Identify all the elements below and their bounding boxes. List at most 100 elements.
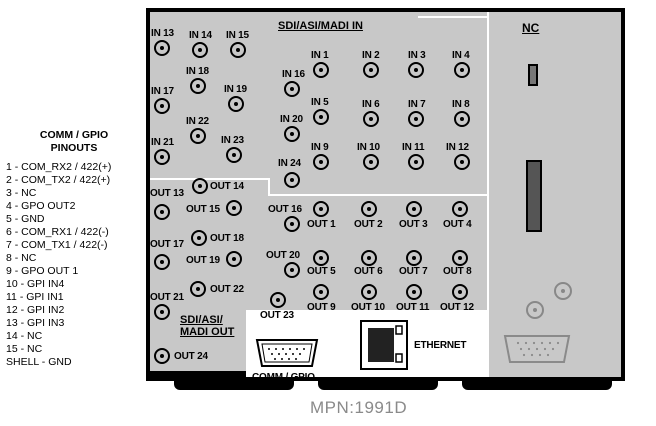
pinout-item: 2 - COM_TX2 / 422(+)	[6, 174, 111, 186]
in6-bnc-connector[interactable]	[363, 111, 379, 127]
pinout-item: 11 - GPI IN1	[6, 291, 64, 303]
pinout-item: 8 - NC	[6, 252, 37, 264]
in8-bnc-connector[interactable]	[454, 111, 470, 127]
in22-bnc-connector[interactable]	[190, 128, 206, 144]
in24-bnc-connector[interactable]	[284, 172, 300, 188]
pinout-item: SHELL - GND	[6, 356, 72, 368]
divider	[418, 16, 487, 18]
out12-bnc-connector[interactable]	[452, 284, 468, 300]
in14-label: IN 14	[189, 30, 212, 41]
in9-bnc-connector[interactable]	[313, 154, 329, 170]
in9-label: IN 9	[311, 142, 329, 153]
out15-bnc-connector[interactable]	[226, 200, 242, 216]
nc-round-connector	[554, 282, 572, 300]
nc-db15-connector	[502, 334, 572, 364]
out21-label: OUT 21	[150, 292, 184, 303]
in10-label: IN 10	[357, 142, 380, 153]
in3-label: IN 3	[408, 50, 426, 61]
out21-bnc-connector[interactable]	[190, 281, 206, 297]
in12-label: IN 12	[446, 142, 469, 153]
out11-bnc-connector[interactable]	[406, 284, 422, 300]
in23-label: IN 23	[221, 135, 244, 146]
pinout-item: 13 - GPI IN3	[6, 317, 65, 329]
out22-label: OUT 22	[210, 284, 244, 295]
in15-label: IN 15	[226, 30, 249, 41]
in21-bnc-connector[interactable]	[154, 149, 170, 165]
out13-bnc-connector[interactable]	[192, 178, 208, 194]
in15-bnc-connector[interactable]	[230, 42, 246, 58]
in11-bnc-connector[interactable]	[408, 154, 424, 170]
comm-gpio-label: COMM / GPIO	[252, 372, 315, 383]
divider	[150, 178, 268, 180]
nc-round-connector	[526, 301, 544, 319]
out16-bnc-connector[interactable]	[313, 201, 329, 217]
in3-bnc-connector[interactable]	[408, 62, 424, 78]
sdi-out-header-line2: MADI OUT	[180, 326, 235, 338]
nc-header: NC	[522, 21, 540, 35]
out7-bnc-connector[interactable]	[406, 250, 422, 266]
out16-left-bnc-connector[interactable]	[154, 204, 170, 220]
pinouts-title: COMM / GPIO	[39, 129, 109, 141]
out18-bnc-connector[interactable]	[154, 254, 170, 270]
in17-bnc-connector[interactable]	[154, 98, 170, 114]
pinout-item: 1 - COM_RX2 / 422(+)	[6, 161, 112, 173]
rear-panel: SDI/ASI/MADI IN NC SDI/ASI/ MADI OUT IN …	[146, 8, 625, 383]
in2-label: IN 2	[362, 50, 380, 61]
out20-label: OUT 20	[266, 250, 300, 261]
out3-bnc-connector[interactable]	[406, 201, 422, 217]
nc-small-connector	[528, 64, 538, 86]
out19-bnc-connector[interactable]	[226, 251, 242, 267]
out17-label: OUT 17	[150, 239, 184, 250]
pinouts-subtitle: PINOUTS	[50, 142, 98, 154]
in20-bnc-connector[interactable]	[284, 126, 300, 142]
nc-region	[489, 12, 621, 377]
out10-bnc-connector[interactable]	[361, 284, 377, 300]
out20-bnc-connector[interactable]	[284, 262, 300, 278]
out9-label: OUT 9	[307, 302, 336, 313]
in10-bnc-connector[interactable]	[363, 154, 379, 170]
out1-bnc-connector[interactable]	[284, 216, 300, 232]
out8-bnc-connector[interactable]	[452, 250, 468, 266]
in2-bnc-connector[interactable]	[363, 62, 379, 78]
in17-label: IN 17	[151, 86, 174, 97]
out24-bnc-connector[interactable]	[154, 348, 170, 364]
in5-bnc-connector[interactable]	[313, 109, 329, 125]
out9-bnc-connector[interactable]	[313, 284, 329, 300]
out22-bnc-connector[interactable]	[154, 304, 170, 320]
panel-foot	[318, 378, 438, 390]
ethernet-rj45-port[interactable]	[360, 320, 408, 370]
in21-label: IN 21	[151, 137, 174, 148]
in7-bnc-connector[interactable]	[408, 111, 424, 127]
out12-label: OUT 12	[440, 302, 474, 313]
divider	[487, 12, 489, 310]
pinout-item: 6 - COM_RX1 / 422(-)	[6, 226, 109, 238]
out17-bnc-connector[interactable]	[191, 230, 207, 246]
out19-label: OUT 19	[186, 255, 220, 266]
panel-foot	[174, 378, 294, 390]
out2-bnc-connector[interactable]	[361, 201, 377, 217]
in19-bnc-connector[interactable]	[228, 96, 244, 112]
in6-label: IN 6	[362, 99, 380, 110]
comm-gpio-db15-connector[interactable]	[254, 338, 320, 370]
in16-bnc-connector[interactable]	[284, 81, 300, 97]
in11-label: IN 11	[402, 142, 425, 153]
in23-bnc-connector[interactable]	[226, 147, 242, 163]
in13-bnc-connector[interactable]	[154, 40, 170, 56]
in5-label: IN 5	[311, 97, 329, 108]
out6-bnc-connector[interactable]	[361, 250, 377, 266]
in14-bnc-connector[interactable]	[192, 42, 208, 58]
nc-large-connector	[526, 160, 542, 232]
in12-bnc-connector[interactable]	[454, 154, 470, 170]
in18-bnc-connector[interactable]	[190, 78, 206, 94]
out10-label: OUT 10	[351, 302, 385, 313]
in4-bnc-connector[interactable]	[454, 62, 470, 78]
in1-bnc-connector[interactable]	[313, 62, 329, 78]
pinout-item: 5 - GND	[6, 213, 45, 225]
out23-bnc-connector[interactable]	[270, 292, 286, 308]
pinout-item: 7 - COM_TX1 / 422(-)	[6, 239, 108, 251]
out13-label: OUT 13	[150, 188, 184, 199]
sdi-out-region-right	[268, 194, 487, 310]
out5-bnc-connector[interactable]	[313, 250, 329, 266]
out4-bnc-connector[interactable]	[452, 201, 468, 217]
sdi-out-header-line1: SDI/ASI/	[180, 314, 223, 326]
